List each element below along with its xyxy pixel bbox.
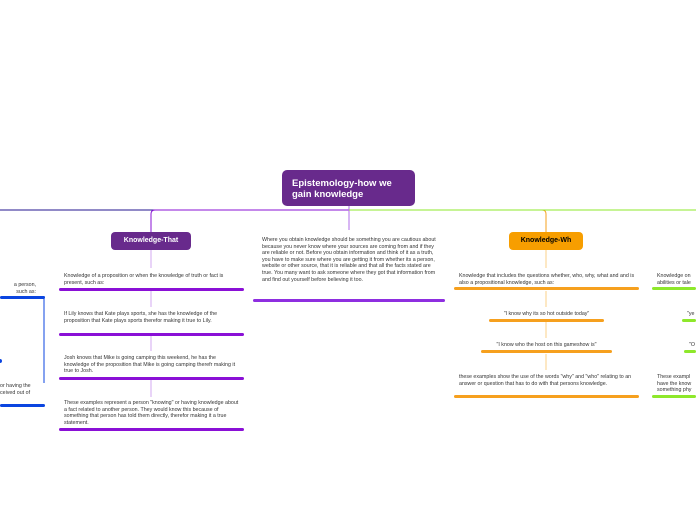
left-note-fragment-1-line-b: such as:: [16, 288, 36, 295]
topic-knowledge-that-label: Knowledge-That: [123, 237, 179, 244]
that-note-summary[interactable]: These examples represent a person "knowi…: [64, 400, 239, 426]
right-note-fragment-2[interactable]: "ye: [687, 311, 695, 317]
left-branch-dot: [0, 359, 2, 363]
wh-note-definition[interactable]: Knowledge that includes the questions wh…: [459, 273, 635, 286]
that-note-summary-underline: [59, 428, 244, 431]
wh-note-example-why[interactable]: "I know why its so hot outside today": [503, 311, 590, 317]
connector-to-knowledge-that: [150, 209, 349, 232]
right-note-fragment-1[interactable]: Knowledge on abilities or tale: [657, 273, 696, 286]
left-note-fragment-2-line-b: ceived out of: [0, 389, 31, 396]
wh-note-example-who-underline: [481, 350, 612, 353]
central-topic-title: Epistemology-how we gain knowledge: [292, 178, 392, 200]
right-note-fragment-4-line-a: These exampl: [657, 374, 691, 380]
left-note-fragment-2-line-a: or having the: [0, 383, 31, 389]
wh-note-example-who[interactable]: "I know who the host on this gameshow is…: [496, 342, 597, 348]
topic-knowledge-wh-label: Knowledge-Wh: [520, 237, 572, 244]
wh-note-definition-underline: [454, 287, 639, 290]
wh-note-example-why-underline: [489, 319, 604, 322]
left-note-fragment-1-underline: [0, 296, 45, 299]
right-note-fragment-4-line-b: have the know: [657, 380, 692, 387]
connector-to-knowledge-wh: [349, 209, 547, 232]
right-note-fragment-3-underline: [684, 350, 696, 353]
that-note-definition[interactable]: Knowledge of a proposition or when the k…: [64, 273, 224, 286]
that-note-example-josh-underline: [59, 377, 244, 380]
that-note-definition-underline: [59, 288, 244, 291]
right-note-fragment-1-line-a: Knowledge on: [657, 273, 691, 279]
right-note-fragment-4-underline: [652, 395, 696, 398]
connector-left-trunk: [0, 206, 350, 211]
topic-knowledge-that[interactable]: Knowledge-That: [111, 232, 191, 250]
left-note-fragment-1-line-a: a person,: [13, 282, 36, 288]
that-note-example-lily[interactable]: If Lily knows that Kate plays sports, sh…: [64, 311, 218, 324]
that-note-example-lily-underline: [59, 333, 244, 336]
right-note-fragment-4[interactable]: These exampl have the know something phy: [657, 374, 696, 394]
middle-note-underline: [253, 299, 445, 302]
middle-note-sources[interactable]: Where you obtain knowledge should be som…: [262, 237, 436, 283]
topic-knowledge-wh[interactable]: Knowledge-Wh: [509, 232, 583, 250]
that-note-example-josh[interactable]: Josh knows that Mike is going camping th…: [64, 355, 236, 375]
right-note-fragment-1-line-b: abilities or tale: [657, 279, 691, 286]
left-note-fragment-2-underline: [0, 404, 45, 407]
right-note-fragment-4-line-c: something phy: [657, 387, 692, 394]
left-note-fragment-2[interactable]: or having the ceived out of: [0, 383, 40, 396]
right-note-fragment-1-underline: [652, 287, 696, 290]
wh-note-summary-underline: [454, 395, 639, 398]
wh-note-summary[interactable]: these examples show the use of the words…: [459, 374, 632, 387]
right-note-fragment-3[interactable]: "O: [689, 342, 696, 348]
right-note-fragment-2-underline: [682, 319, 696, 322]
central-topic[interactable]: Epistemology-how we gain knowledge: [282, 170, 415, 206]
left-note-fragment-1[interactable]: a person, such as:: [0, 282, 36, 295]
